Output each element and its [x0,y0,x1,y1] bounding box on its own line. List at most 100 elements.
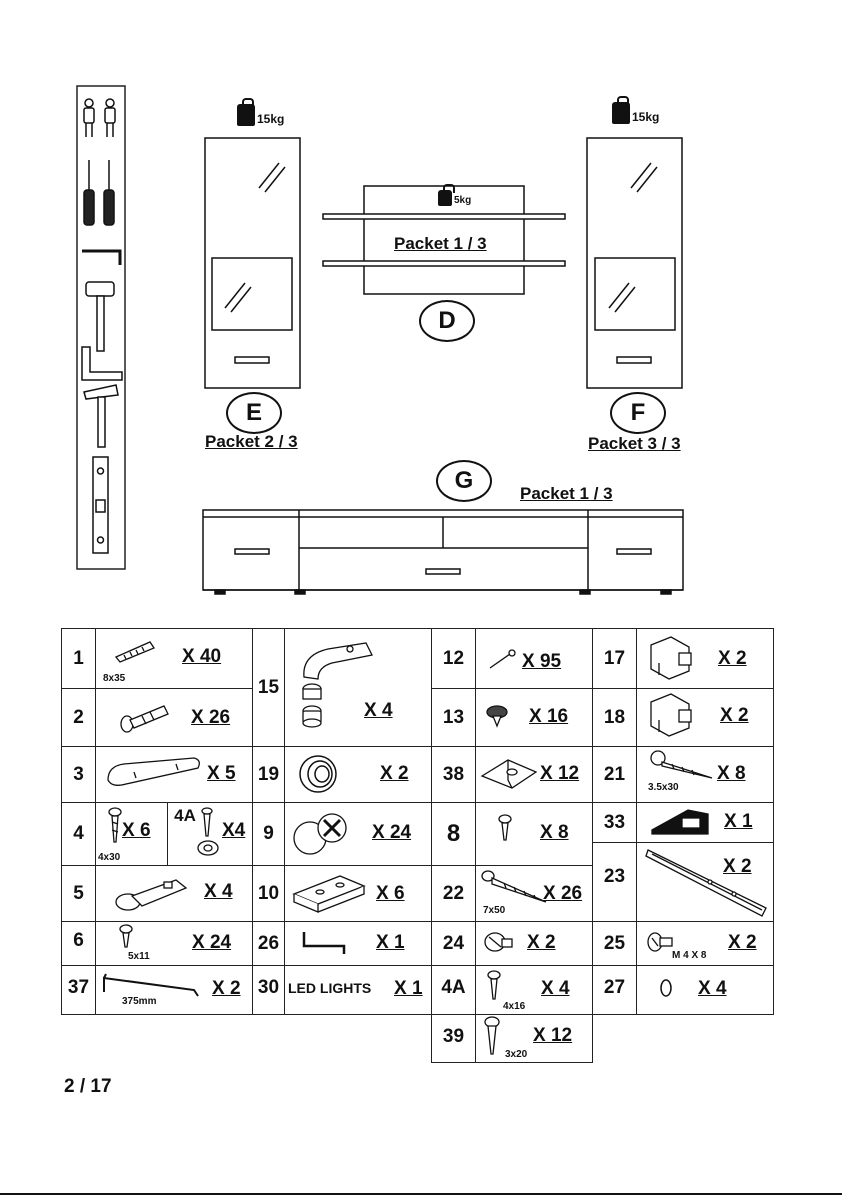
part-quantity: X 5 [207,763,236,784]
part-quantity: X 8 [717,763,746,784]
part-number: 38 [442,763,465,785]
weight-d: 5kg [438,184,471,206]
weight-icon [612,96,630,124]
packet-label-f: Packet 3 / 3 [588,434,681,453]
bracket-icon [650,636,692,680]
bracket-icon [650,693,692,737]
page-number: 2 / 17 [64,1076,112,1097]
part-quantity: X 95 [522,651,562,672]
handle-icon [107,757,200,786]
part-cell [475,1014,593,1063]
cup-hinge-icon [115,879,188,911]
part-number: 4 [73,823,84,844]
wood-screw-icon [650,750,713,779]
letter-e: E [226,392,282,434]
part-quantity: X 4 [204,881,233,902]
part-number: 17 [603,647,626,669]
long-screw-icon [481,870,547,903]
part-quantity: X 2 [728,932,757,953]
part-number: 15 [257,676,280,698]
part-quantity: X 24 [372,822,412,843]
tools-strip [76,85,126,570]
part-quantity: X 6 [376,883,405,904]
packet-label-g: Packet 1 / 3 [520,484,613,503]
furniture-illustration [202,137,684,595]
part-number: 3 [73,763,84,785]
weight-f: 15kg [612,96,659,124]
packet-label-d: Packet 1 / 3 [394,234,487,253]
o-ring-icon [660,979,672,997]
part-quantity: X 4 [541,978,570,999]
letter-f: F [610,392,666,434]
part-size: 5x11 [128,951,150,962]
screw-washer-icon [197,807,219,856]
part-number: 23 [603,866,626,887]
part-number: 6 [73,930,84,951]
part-number: 9 [263,823,274,844]
part-number: 26 [257,932,280,954]
part-size: 3x20 [505,1049,528,1060]
part-number: 19 [257,763,280,785]
part-quantity: X 2 [212,978,241,999]
part-number: 27 [603,976,626,998]
part-quantity: X 2 [720,705,749,726]
part-label: LED LIGHTS [288,980,372,996]
screw-icon [484,1016,500,1055]
part-quantity: X 16 [529,706,569,727]
hammer-icon [85,281,115,352]
part-quantity: X 2 [723,856,752,877]
part-quantity: X 12 [533,1025,573,1046]
part-quantity: X 2 [527,932,556,953]
corner-bracket-icon [480,759,538,789]
nail-icon [489,649,516,669]
clip-icon [484,932,513,952]
part-size: 375mm [122,996,157,1007]
bottom-rule [0,1193,842,1195]
short-screw-icon [498,814,512,841]
part-quantity: X 4 [364,700,393,721]
part-number: 8 [446,820,461,847]
part-number: 5 [73,882,84,904]
part-number: 37 [67,976,90,998]
allen-key-icon [302,932,346,954]
part-number: 13 [442,706,465,728]
part-size: 8x35 [103,673,126,684]
part-quantity: X 40 [182,646,222,667]
part-number: 21 [603,763,626,785]
screwdriver-icon [83,160,115,226]
cam-fitting-icon [293,813,347,855]
part-quantity: X 4 [698,978,727,999]
cabinet-f [586,137,683,389]
hinge-plate-icon [302,642,373,728]
block-icon [292,875,366,913]
letter-g: G [436,460,492,502]
cam-bolt-icon [120,705,169,733]
drawer-runner-icon [645,849,767,917]
dowel-icon [114,641,155,663]
part-number: 24 [442,932,465,954]
cam-lock-icon [486,705,508,728]
letter-d: D [419,300,475,342]
part-number: 22 [442,882,465,904]
part-number: 12 [442,647,465,669]
part-cell [636,965,774,1015]
weight-icon [237,98,255,126]
part-quantity: X 2 [380,763,409,784]
part-quantity: X 24 [192,932,232,953]
part-number: 39 [442,1025,465,1047]
part-size: M 4 X 8 [672,950,707,961]
part-number: 18 [603,706,626,728]
part-size: 7x50 [483,905,506,916]
tv-unit-g [202,509,684,595]
part-cell [475,802,593,866]
part-quantity: X4 [222,820,246,841]
cabinet-e [204,137,301,389]
part-number: 33 [603,811,626,833]
weight-e: 15kg [237,98,284,126]
try-square-icon [81,346,123,381]
claw-hammer-icon [83,384,119,448]
small-screw-icon [487,970,501,1000]
weight-icon [438,184,455,206]
part-quantity: X 8 [540,822,569,843]
part-quantity: X 1 [376,932,405,953]
